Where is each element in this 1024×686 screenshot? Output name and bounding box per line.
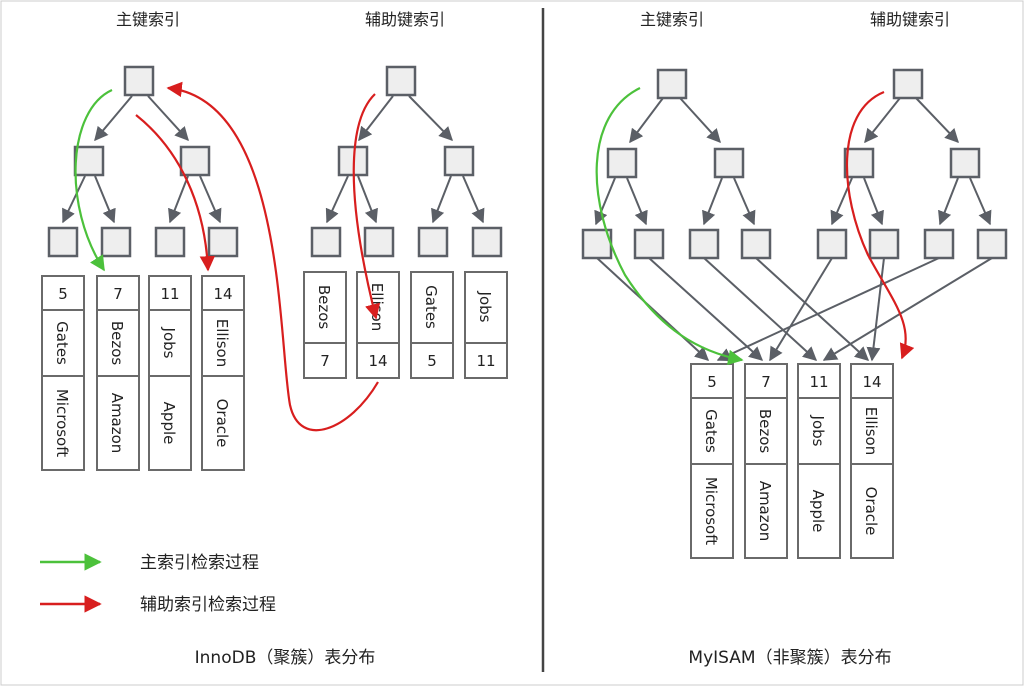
myisam-primary-leaf-node [688,228,720,260]
innodb-caption: InnoDB（聚簇）表分布 [195,648,376,668]
myisam-primary-tree [594,97,756,226]
innodb-clustered-row-box [41,275,85,471]
myisam-row-name: Gates [702,409,720,453]
innodb-clustered-row-box [201,275,245,471]
myisam-primary-inner-node [606,147,638,179]
myisam-secondary-lookup-path [845,90,915,360]
myisam-secondary-leaf-node [868,228,900,260]
innodb-secondary-row-box [303,271,347,379]
innodb-clustered-row-box [96,275,140,471]
myisam-data-row-box [850,363,894,559]
innodb-primary-leaf-node [100,226,132,258]
innodb-row-key: 14 [213,285,232,303]
innodb-primary-inner-node [179,145,211,177]
innodb-primary-leaf-node [207,226,239,258]
myisam-primary-inner-node [713,147,745,179]
myisam-secondary-leaf-node [816,228,848,260]
legend: 主索引检索过程 辅助索引检索过程 [40,553,276,615]
legend-primary-label: 主索引检索过程 [140,553,259,573]
innodb-secondary-row-box [464,271,508,379]
innodb-primary-leaf-node [154,226,186,258]
innodb-back-to-primary-path [166,81,379,432]
myisam-row-key: 5 [707,373,717,391]
myisam-row-key: 14 [862,373,881,391]
innodb-row-company: Microsoft [53,389,71,457]
innodb-primary-leaf-node [47,226,79,258]
myisam-primary-title: 主键索引 [640,10,704,29]
innodb-secondary-row-box [410,271,454,379]
innodb-row-key: 11 [160,285,179,303]
innodb-clustered-row-box [148,275,192,471]
innodb-row-name: Ellison [213,319,231,367]
innodb-primary-tree [62,95,222,224]
innodb-secondary-name: Bezos [315,285,333,330]
myisam-row-name: Bezos [756,409,774,454]
innodb-primary-lookup-path [74,88,113,272]
myisam-secondary-title: 辅助键索引 [870,10,950,29]
innodb-secondary-name: Gates [422,285,440,329]
innodb-secondary-leaf-node [363,226,395,258]
innodb-secondary-leaf-node [310,226,342,258]
innodb-secondary-key: 14 [368,352,387,370]
myisam-primary-leaf-node [633,228,665,260]
myisam-row-company: Oracle [862,487,880,536]
innodb-secondary-key: 5 [427,352,437,370]
innodb-secondary-key: 11 [476,352,495,370]
myisam-secondary-inner-node [949,147,981,179]
myisam-primary-lookup-path [595,87,744,365]
innodb-secondary-name: Ellison [368,283,386,331]
innodb-row-company: Amazon [108,393,126,454]
myisam-row-company: Amazon [756,481,774,542]
innodb-row-company: Apple [160,402,178,445]
innodb-row-company: Oracle [213,399,231,448]
innodb-row-name: Jobs [160,327,178,359]
innodb-secondary-tree [325,95,485,224]
innodb-row-name: Bezos [108,321,126,366]
myisam-secondary-leaf-node [923,228,955,260]
myisam-secondary-inner-node [843,147,875,179]
innodb-secondary-inner-node [443,145,475,177]
innodb-secondary-to-primary-path [135,114,216,272]
myisam-caption: MyISAM（非聚簇）表分布 [688,648,891,668]
myisam-primary-root-node [656,68,688,100]
myisam-row-name: Jobs [809,415,827,447]
innodb-row-key: 7 [113,285,123,303]
myisam-data-row-box [797,363,841,559]
innodb-primary-inner-node [73,145,105,177]
myisam-row-name: Ellison [862,407,880,455]
innodb-secondary-lookup-path [352,93,381,320]
legend-secondary-label: 辅助索引检索过程 [140,595,276,615]
innodb-secondary-root-node [385,65,417,97]
innodb-secondary-leaf-node [471,226,503,258]
myisam-data-row-box [690,363,734,559]
innodb-primary-root-node [123,65,155,97]
myisam-secondary-leaf-node [976,228,1008,260]
myisam-data-row-box [744,363,788,559]
innodb-secondary-leaf-node [417,226,449,258]
myisam-row-key: 7 [761,373,771,391]
innodb-primary-title: 主键索引 [116,10,180,29]
innodb-secondary-key: 7 [320,352,330,370]
myisam-row-company: Apple [809,490,827,533]
innodb-row-name: Gates [53,321,71,365]
myisam-row-key: 11 [809,373,828,391]
myisam-secondary-root-node [892,68,924,100]
myisam-primary-leaf-node [581,228,613,260]
myisam-leaf-pointers [596,257,993,362]
myisam-row-company: Microsoft [702,477,720,545]
innodb-secondary-row-box [356,271,400,379]
innodb-secondary-name: Jobs [476,291,494,323]
innodb-secondary-title: 辅助键索引 [365,10,445,29]
myisam-primary-leaf-node [740,228,772,260]
innodb-row-key: 5 [58,285,68,303]
